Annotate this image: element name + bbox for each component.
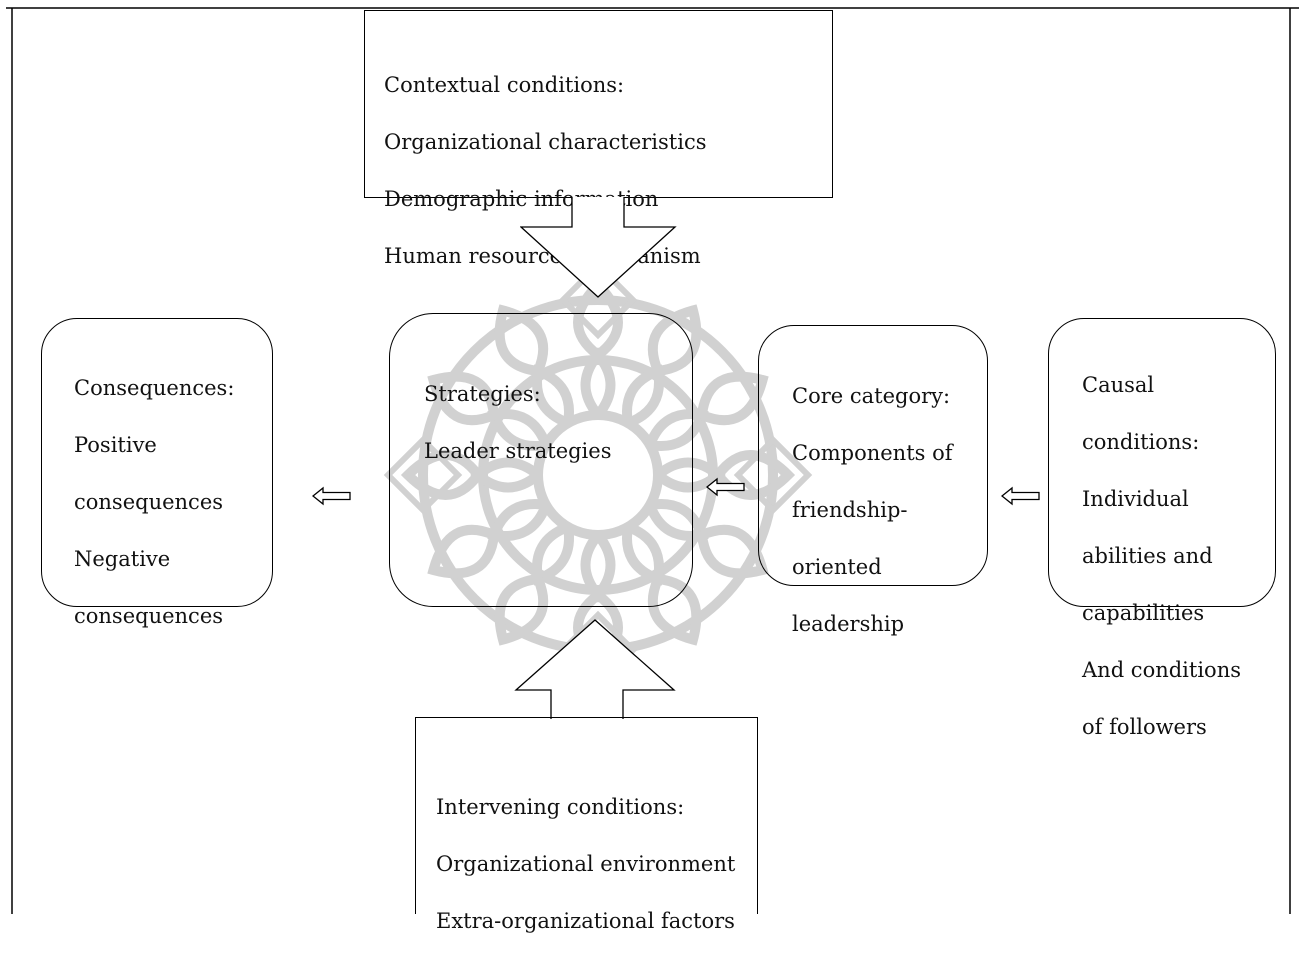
strategies-title: Strategies:: [424, 381, 541, 406]
strategies-text: Strategies: Leader strategies: [424, 351, 611, 494]
causal-conditions-text: Causal conditions: Individual abilities …: [1082, 342, 1241, 770]
contextual-line-2: Demographic information: [384, 186, 659, 211]
intervening-line-1: Organizational environment: [436, 851, 736, 876]
core-line-2: friendship-: [792, 497, 908, 522]
intervening-line-2: Extra-organizational factors: [436, 908, 735, 933]
core-line-3: oriented: [792, 554, 882, 579]
consequences-line-3: Negative: [74, 546, 171, 571]
core-category-text: Core category: Components of friendship-…: [792, 353, 953, 667]
consequences-line-4: consequences: [74, 603, 224, 628]
contextual-conditions-title: Contextual conditions:: [384, 72, 625, 97]
strategies-line-1: Leader strategies: [424, 438, 612, 463]
causal-line-1: conditions:: [1082, 429, 1200, 454]
page-frame: [6, 7, 1299, 914]
causal-line-5: And conditions: [1082, 657, 1241, 682]
consequences-text: Consequences: Positive consequences Nega…: [74, 345, 234, 659]
causal-conditions-box: [1048, 318, 1276, 607]
left-arrow-icon: [706, 477, 745, 497]
strategies-box: [389, 313, 693, 607]
down-arrow: [520, 197, 677, 298]
left-arrow-icon: [1001, 486, 1040, 506]
core-category-title: Core category:: [792, 383, 951, 408]
causal-line-3: abilities and: [1082, 543, 1213, 568]
causal-line-2: Individual: [1082, 486, 1189, 511]
up-arrow: [514, 619, 676, 719]
causal-line-6: of followers: [1082, 714, 1207, 739]
core-line-1: Components of: [792, 440, 953, 465]
intervening-conditions-box: [415, 717, 758, 914]
intervening-conditions-text: Intervening conditions: Organizational e…: [436, 764, 735, 964]
left-arrow-icon: [312, 486, 351, 506]
consequences-title: Consequences:: [74, 375, 235, 400]
contextual-line-1: Organizational characteristics: [384, 129, 707, 154]
consequences-box: [41, 318, 273, 607]
causal-title: Causal: [1082, 372, 1155, 397]
consequences-line-1: Positive: [74, 432, 157, 457]
core-line-4: leadership: [792, 611, 905, 636]
consequences-line-2: consequences: [74, 489, 224, 514]
core-category-box: [758, 325, 988, 586]
intervening-title: Intervening conditions:: [436, 794, 685, 819]
causal-line-4: capabilities: [1082, 600, 1205, 625]
